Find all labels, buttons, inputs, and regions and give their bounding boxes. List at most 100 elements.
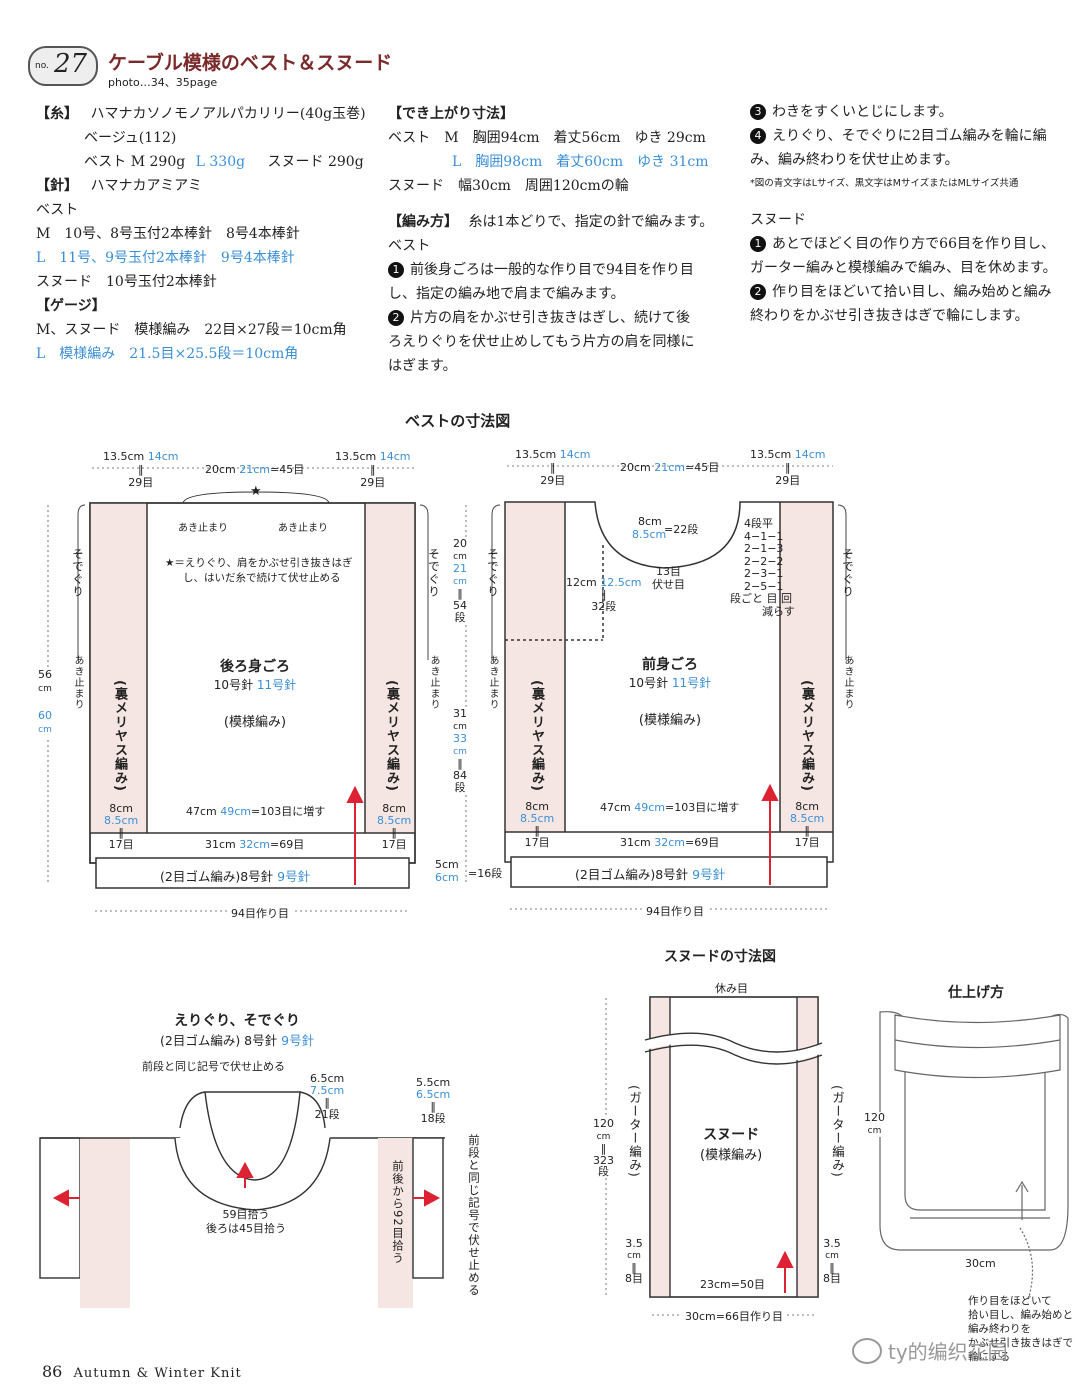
back-rib-label: (2目ゴム編み)8号針 9号針 <box>160 869 311 884</box>
snood-heading: スヌード <box>750 212 806 228</box>
front-increase: 47cm 49cm=103目に増す <box>600 801 740 814</box>
snood-diagram-shapes <box>643 996 824 1298</box>
method-column: 【でき上がり寸法】 ベスト M 胸囲94cm 着丈56cm ゆき 29cm L … <box>388 106 714 374</box>
gauge-m: M、スヌード 模様編み 22目×27段＝10cm角 <box>36 322 347 338</box>
sodeguri-back-left: そでぐり <box>71 548 85 598</box>
snood-cast-on: 30cm=66目作り目 <box>682 1308 786 1324</box>
decrease-table: 4段平 4−1−1 2−1−3 2−2−2 2−3−1 2−5−1 段ごと 目 … <box>730 517 795 618</box>
front-body-outline <box>504 501 834 888</box>
book-title: Autumn & Winter Knit <box>73 1366 242 1381</box>
photo-ref: photo…34、35page <box>108 76 218 89</box>
ura-back-right: (裏メリヤス編み) <box>384 680 399 792</box>
finish-diagram-title: 仕上げ方 <box>948 985 1004 1001</box>
back-cast-on: 94目作り目 <box>228 905 292 921</box>
front-shoulder-right: 13.5cm 14cm‖29目 <box>750 448 826 487</box>
finish-note: 作り目をほどいて 拾い目し、編み始めと 編み終わりを かぶせ引き抜きはぎで 輪に… <box>968 1295 1073 1363</box>
gauge-heading: 【ゲージ】 <box>36 298 106 314</box>
finish-diagram-shapes <box>879 1011 1069 1301</box>
back-increase: 47cm 49cm=103目に増す <box>186 805 326 818</box>
pattern-number: 27 <box>54 49 88 79</box>
ura-front-right: (裏メリヤス編み) <box>799 680 814 792</box>
snood-body-label: スヌード (模様編み) <box>700 1127 763 1163</box>
snood-garter-left: (ガーター編み) <box>627 1085 642 1178</box>
needle-heading: 【針】 <box>36 178 78 194</box>
akidomari-left: あき止まり <box>178 523 228 534</box>
star-mark: ★ <box>250 484 262 499</box>
ura-front-left: (裏メリヤス編み) <box>529 680 544 792</box>
rib-rows: =16段 <box>468 867 503 880</box>
page-title: ケーブル模様のベスト＆スヌード <box>108 52 393 74</box>
needle-brand: ハマナカアミアミ <box>90 178 202 194</box>
akidomari-front-side-r: あき止まり <box>842 655 853 710</box>
needle-snood: スヌード 10号玉付2本棒針 <box>36 274 217 290</box>
page-header: no. 27 ケーブル模様のベスト＆スヌード photo…34、35page <box>28 40 428 90</box>
star-note: ★＝えりぐり、肩をかぶせ引き抜きはぎし、はいだ糸で続けて伏せ止める <box>165 557 353 584</box>
front-neck-side-depth: 12cm 12.5cm‖32段 <box>566 576 642 613</box>
method-text: 糸は1本どりで、指定の針で編みます。 <box>468 214 714 230</box>
front-neck-rows: =22段 <box>664 523 699 536</box>
step-3-icon: 3 <box>750 104 766 120</box>
snood-step-2-icon: 2 <box>750 284 766 300</box>
snood-step-1-icon: 1 <box>750 236 766 252</box>
snood-inner-width: 23cm=50目 <box>700 1278 765 1291</box>
finish-width: 30cm <box>965 1257 996 1270</box>
front-neck-width: 20cm 21cm=45目 <box>620 461 720 474</box>
pattern-number-badge: no. 27 <box>28 46 98 86</box>
vest-diagram-title: ベストの寸法図 <box>405 412 511 430</box>
method-heading: 【編み方】 <box>388 214 458 230</box>
akidomari-right: あき止まり <box>278 523 328 534</box>
size-l: L 胸囲98cm 着丈60cm ゆき 31cm <box>452 154 709 170</box>
yarn-heading: 【糸】 <box>36 106 78 122</box>
needle-vest: ベスト <box>36 202 79 218</box>
size-snood: スヌード 幅30cm 周囲120cmの輪 <box>388 178 629 194</box>
watermark: ty的编织花园 <box>852 1336 1008 1365</box>
page-footer: 86 Autumn & Winter Knit <box>42 1362 242 1381</box>
step-1-icon: 1 <box>388 262 404 278</box>
back-neck-arc <box>182 491 330 504</box>
back-bottom: 31cm 32cm=69目 <box>205 838 305 851</box>
sodeguri-front-right: そでぐり <box>841 548 855 598</box>
akidomari-front-side-l: あき止まり <box>487 655 498 710</box>
front-neck-center: 13目伏せ目 <box>652 565 685 591</box>
akidomari-back-side-l: あき止まり <box>72 655 83 710</box>
front-bottom: 31cm 32cm=69目 <box>620 836 720 849</box>
page-number: 86 <box>42 1362 63 1381</box>
materials-column: 【糸】 ハマナカソノモノアルパカリリー(40g玉巻) ベージュ(112) ベスト… <box>36 102 366 366</box>
yarn-amount: ベスト M 290g L 330g スヌード 290g <box>84 154 364 170</box>
size-m: ベスト M 胸囲94cm 着丈56cm ゆき 29cm <box>388 130 706 146</box>
wechat-icon <box>852 1337 882 1364</box>
back-neck-width: 20cm 21cm=45目 <box>205 463 305 476</box>
step-4-icon: 4 <box>750 128 766 144</box>
yarn-name: ハマナカソノモノアルパカリリー(40g玉巻) <box>90 106 366 122</box>
edge-bind-note: 前段と同じ記号で伏せ止める <box>142 1060 285 1073</box>
snood-rest-stitches: 休み目 <box>712 980 751 996</box>
sodeguri-back-right: そでぐり <box>427 548 441 598</box>
no-label: no. <box>35 61 49 71</box>
akidomari-back-side-r: あき止まり <box>428 655 439 710</box>
front-body-label: 前身ごろ 10号針 11号針 (模様編み) <box>628 657 712 728</box>
back-shoulder-right: 13.5cm 14cm‖29目 <box>335 450 411 489</box>
yarn-color: ベージュ(112) <box>84 130 177 146</box>
sodeguri-front-left: そでぐり <box>486 548 500 598</box>
arm-pick-up: 前後から92目拾う <box>391 1160 405 1265</box>
ura-back-left: (裏メリヤス編み) <box>112 680 127 792</box>
arm-bind-off: 前段と同じ記号で伏せ止める <box>467 1134 481 1297</box>
edge-diagram-title: えりぐり、そでぐり (2目ゴム編み) 8号針 9号針 <box>160 1013 315 1048</box>
method-vest: ベスト <box>388 238 431 254</box>
color-note: *図の青文字はLサイズ、黒文字はMサイズまたはMLサイズ共通 <box>750 178 1019 189</box>
front-cast-on: 94目作り目 <box>643 903 707 919</box>
snood-garter-right: (ガーター編み) <box>830 1085 845 1178</box>
